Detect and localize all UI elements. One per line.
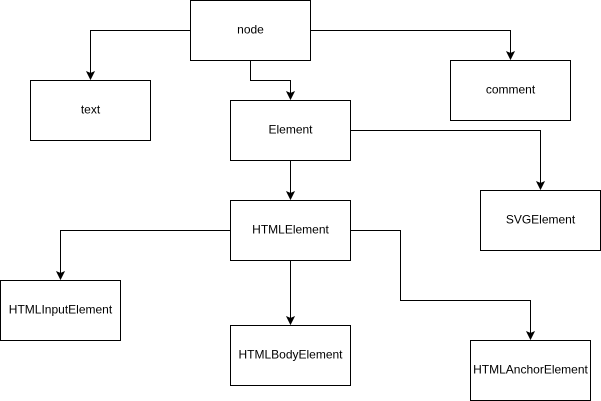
edge-htmlelement-to-htmlinputelement <box>55 230 231 281</box>
node-label-htmlinputelement: HTMLInputElement <box>9 303 113 317</box>
node-box-svgelement: SVGElement <box>480 190 601 251</box>
edge-htmlelement-to-htmlanchorelement <box>350 230 536 341</box>
edge-node-to-text <box>85 30 191 81</box>
node-label-svgelement: SVGElement <box>506 213 576 227</box>
edge-element-to-svgelement <box>350 130 546 191</box>
node-box-htmlanchorelement: HTMLAnchorElement <box>470 340 591 401</box>
node-label-comment: comment <box>486 83 536 97</box>
node-label-htmlelement: HTMLElement <box>252 223 329 237</box>
edge-node-to-element <box>250 60 296 101</box>
node-box-htmlinputelement: HTMLInputElement <box>0 280 121 341</box>
node-label-text: text <box>81 103 101 117</box>
node-box-comment: comment <box>450 60 571 121</box>
edge-element-to-htmlelement <box>285 160 296 201</box>
node-label-element: Element <box>268 123 313 137</box>
node-box-element: Element <box>230 100 351 161</box>
node-box-htmlbodyelement: HTMLBodyElement <box>230 325 351 386</box>
edge-htmlelement-to-htmlbodyelement <box>285 260 296 326</box>
node-box-text: text <box>30 80 151 141</box>
node-label-htmlanchorelement: HTMLAnchorElement <box>473 363 588 377</box>
node-box-node: node <box>190 0 311 61</box>
node-label-node: node <box>237 23 264 37</box>
node-box-htmlelement: HTMLElement <box>230 200 351 261</box>
edge-node-to-comment <box>310 30 516 61</box>
edges <box>55 30 546 341</box>
node-label-htmlbodyelement: HTMLBodyElement <box>238 348 343 362</box>
